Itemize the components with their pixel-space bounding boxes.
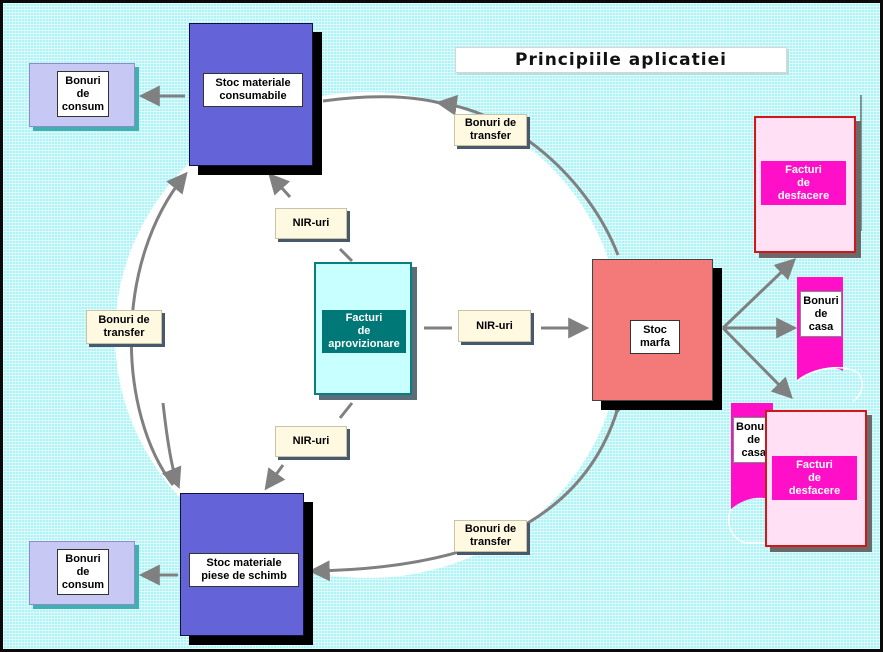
facturi-aprovizionare-label: Facturi de aprovizionare	[322, 310, 406, 353]
stoc-consumabile-label: Stoc materiale consumabile	[203, 73, 303, 107]
bonuri-consum-bottom-label: Bonuri de consum	[57, 549, 109, 595]
stoc-marfa-label: Stoc marfa	[630, 320, 680, 354]
nir-bottom-tag: NIR-uri	[275, 426, 347, 457]
arc-left-down	[161, 402, 182, 489]
facturi-desfacere-bottom-label: Facturi de desfacere	[772, 456, 857, 500]
bonuri-casa-right-label: Bonuri de casa	[800, 291, 842, 337]
page-title: Principiile aplicatiei	[455, 47, 787, 73]
arc-bottom-end	[610, 392, 632, 416]
arc-top-right	[435, 94, 620, 256]
nir-mid-tag: NIR-uri	[458, 310, 531, 342]
stoc-piese-label: Stoc materiale piese de schimb	[189, 553, 299, 587]
bonuri-transfer-bottom-tag: Bonuri de transfer	[454, 520, 527, 552]
arrow-marfa-down	[721, 326, 793, 399]
arrow-nir-bottom-stem	[338, 402, 354, 419]
bonuri-casa-right-curl	[796, 366, 863, 402]
arrow-nir-bottom-down	[264, 464, 286, 491]
arc-top-left	[322, 95, 441, 105]
bonuri-consum-top-label: Bonuri de consum	[57, 71, 109, 117]
nir-top-tag: NIR-uri	[275, 208, 347, 239]
arrow-marfa-up	[721, 258, 797, 330]
bonuri-casa-left-curl	[727, 508, 767, 544]
bonuri-transfer-left-tag: Bonuri de transfer	[86, 310, 162, 344]
arrow-nir-top-up	[268, 172, 292, 199]
bonuri-transfer-top-tag: Bonuri de transfer	[454, 114, 527, 146]
facturi-desfacere-top-label: Facturi de desfacere	[761, 161, 846, 205]
arrow-nir-top-stem	[338, 247, 354, 263]
